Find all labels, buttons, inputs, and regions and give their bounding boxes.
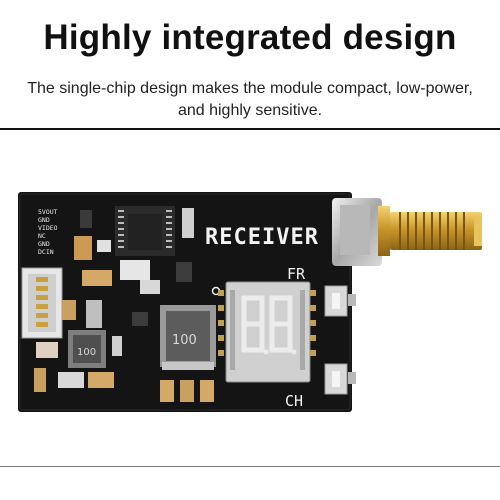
pin-label: GND (38, 240, 50, 248)
svg-text:100: 100 (77, 347, 96, 358)
pin-header (21, 267, 63, 339)
inductor-large: 100 (160, 305, 216, 370)
page-subtitle: The single-chip design makes the module … (27, 80, 473, 119)
pin-label: NC (38, 232, 46, 240)
seven-segment-display (218, 281, 316, 383)
page-title: Highly integrated design (43, 18, 457, 57)
header-divider (0, 128, 500, 130)
pin-label: GND (38, 216, 50, 224)
pin-label: VIDEO (38, 224, 58, 232)
receiver-module-photo: 5VOUT GND VIDEO NC GND DCIN (18, 192, 482, 412)
small-components (34, 208, 214, 402)
svg-text:100: 100 (172, 333, 197, 348)
pin-label: DCIN (38, 248, 54, 256)
main-chip (115, 206, 175, 256)
button-ch (324, 363, 356, 395)
button-fr (324, 285, 356, 317)
pin-labels: 5VOUT GND VIDEO NC GND DCIN (38, 208, 58, 256)
inductor-small: 100 (68, 330, 106, 368)
antenna-connector (332, 198, 482, 266)
fr-label: FR (287, 265, 306, 283)
pin-label: 5VOUT (38, 208, 58, 216)
footer-divider (0, 466, 500, 467)
receiver-label: RECEIVER (205, 225, 319, 250)
ch-label: CH (285, 392, 303, 410)
